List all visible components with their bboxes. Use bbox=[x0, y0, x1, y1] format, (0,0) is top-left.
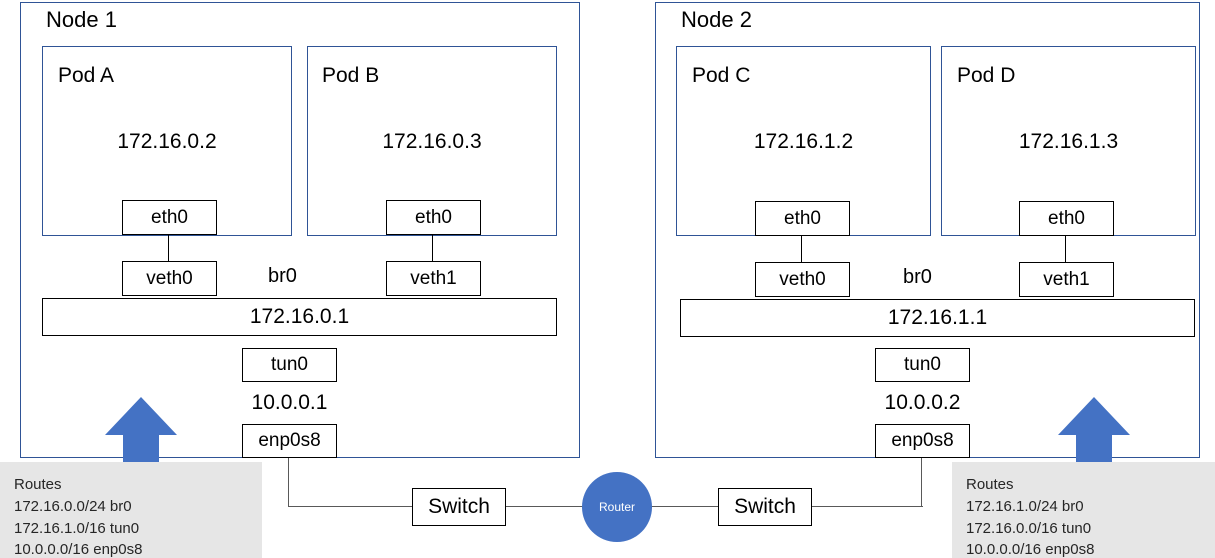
switch-left-to-router-line bbox=[505, 506, 585, 508]
pod-d-eth0-veth1-link bbox=[1065, 233, 1067, 265]
pod-a-title: Pod A bbox=[58, 64, 115, 87]
node-2-tun0-ip: 10.0.0.2 bbox=[884, 391, 961, 414]
node-2-br0-box: 172.16.1.1 bbox=[680, 299, 1195, 337]
switch-left: Switch bbox=[412, 488, 506, 526]
pod-d-ip: 172.16.1.3 bbox=[1018, 130, 1119, 153]
node-1-veth0: veth0 bbox=[122, 261, 217, 296]
pod-a-container bbox=[42, 46, 292, 236]
node-2-veth1: veth1 bbox=[1019, 262, 1114, 297]
pod-d-eth0: eth0 bbox=[1019, 201, 1114, 236]
pod-b-ip: 172.16.0.3 bbox=[382, 130, 482, 153]
node-1-routes-up-arrow bbox=[105, 397, 177, 471]
pod-a-eth0: eth0 bbox=[122, 200, 217, 235]
node-1-nic-drop-line bbox=[288, 458, 290, 507]
node-2-br0-label: br0 bbox=[903, 266, 932, 288]
node-2-routes-box: Routes 172.16.1.0/24 br0 172.16.0.0/16 t… bbox=[952, 462, 1215, 558]
node-2-title: Node 2 bbox=[681, 7, 752, 32]
node-2-tun0: tun0 bbox=[875, 348, 970, 382]
switch-right: Switch bbox=[718, 488, 812, 526]
node-1-route-entry-1: 172.16.1.0/16 tun0 bbox=[14, 519, 140, 537]
pod-b-eth0: eth0 bbox=[386, 200, 481, 235]
pod-a-ip: 172.16.0.2 bbox=[117, 130, 217, 153]
node-1-veth1: veth1 bbox=[386, 261, 481, 296]
pod-c-title: Pod C bbox=[692, 64, 751, 87]
node-2-routes-title: Routes bbox=[966, 476, 1014, 493]
node-2-routes-up-arrow bbox=[1058, 397, 1130, 471]
node-1-tun0-ip: 10.0.0.1 bbox=[251, 391, 328, 414]
router-to-switch-right-line bbox=[650, 506, 720, 508]
pod-b-title: Pod B bbox=[322, 64, 380, 87]
pod-c-ip: 172.16.1.2 bbox=[753, 130, 854, 153]
node-2-enp0s8: enp0s8 bbox=[875, 424, 970, 458]
node-1-title: Node 1 bbox=[46, 7, 117, 32]
node-1-route-entry-2: 10.0.0.0/16 enp0s8 bbox=[14, 541, 143, 558]
node-2-route-entry-1: 172.16.0.0/16 tun0 bbox=[966, 519, 1092, 537]
node-1-routes-box: Routes 172.16.0.0/24 br0 172.16.1.0/16 t… bbox=[0, 462, 262, 558]
node-1-routes-title: Routes bbox=[14, 476, 62, 493]
router-node: Router bbox=[582, 472, 652, 542]
pod-d-title: Pod D bbox=[957, 64, 1016, 87]
node-2-route-entry-0: 172.16.1.0/24 br0 bbox=[966, 497, 1084, 515]
pod-a-eth0-veth0-link bbox=[168, 232, 170, 264]
pod-c-eth0: eth0 bbox=[755, 201, 850, 236]
node-1-nic-to-switch-line bbox=[288, 506, 414, 508]
node-1-enp0s8: enp0s8 bbox=[242, 424, 337, 458]
node-1-br0-label: br0 bbox=[268, 265, 297, 287]
node-1-route-entry-0: 172.16.0.0/24 br0 bbox=[14, 497, 132, 515]
pod-b-eth0-veth1-link bbox=[432, 232, 434, 264]
node-1-tun0: tun0 bbox=[242, 348, 337, 382]
switch-right-to-node-2-nic-line bbox=[811, 506, 923, 508]
node-1-br0-box: 172.16.0.1 bbox=[42, 298, 557, 336]
pod-c-eth0-veth0-link bbox=[801, 233, 803, 265]
node-2-veth0: veth0 bbox=[755, 262, 850, 297]
node-2-route-entry-2: 10.0.0.0/16 enp0s8 bbox=[966, 541, 1095, 558]
node-2-nic-drop-line bbox=[921, 458, 923, 507]
